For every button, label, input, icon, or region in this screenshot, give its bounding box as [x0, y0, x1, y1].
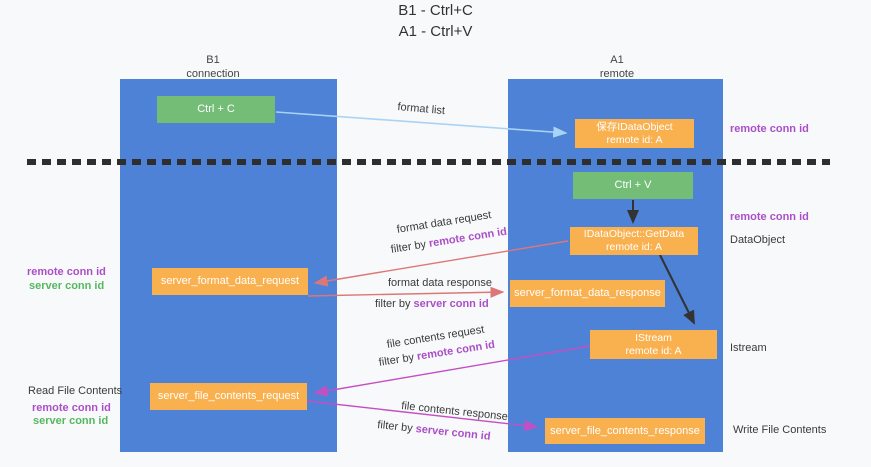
node-server-format-data-response: server_format_data_response [510, 280, 665, 307]
label-filter-server-conn-id-2: filter by server conn id [377, 419, 491, 444]
label-remote-conn-id-mid-right: remote conn id [730, 211, 809, 223]
column-header-b1: B1 connection [153, 53, 273, 81]
label-remote-conn-id-bottom-left: remote conn id [32, 402, 111, 414]
column-header-a1: A1 remote [557, 53, 677, 81]
node-file-response-label: server_file_contents_response [550, 424, 700, 437]
node-istream-line2: remote id: A [625, 344, 682, 357]
column-b1-subtitle: connection [186, 68, 240, 80]
diagram-title: B1 - Ctrl+C A1 - Ctrl+V [0, 0, 871, 42]
label-format-list: format list [396, 101, 446, 118]
title-line-2: A1 - Ctrl+V [398, 23, 473, 40]
node-save-idataobject: 保存IDataObject remote id: A [575, 119, 694, 148]
column-b1-name: B1 [206, 54, 220, 66]
label-read-file-contents: Read File Contents [28, 385, 123, 397]
label-server-conn-id-mid-left: server conn id [29, 280, 105, 292]
arrow-format-data-response [307, 286, 505, 298]
label-remote-conn-id-mid-left: remote conn id [27, 266, 106, 278]
node-save-idataobject-line2: remote id: A [606, 133, 663, 146]
node-getdata-line2: remote id: A [605, 241, 663, 253]
node-server-file-contents-response: server_file_contents_response [545, 418, 705, 444]
filter-prefix-2: filter by [375, 298, 414, 310]
node-ctrl-c-label: Ctrl + C [197, 103, 235, 115]
title-line-1: B1 - Ctrl+C [398, 2, 473, 19]
node-istream: IStream remote id: A [590, 330, 717, 359]
filter-prefix-3: filter by [378, 350, 418, 369]
node-idataobject-getdata: IDataObject::GetData remote id: A [570, 227, 698, 255]
node-save-idataobject-line1: 保存IDataObject [596, 120, 673, 133]
label-filter-server-conn-id-1: filter by server conn id [375, 298, 489, 311]
filter-prefix-1: filter by [390, 237, 430, 256]
filter-prefix-4: filter by [376, 419, 417, 435]
node-server-format-data-request: server_format_data_request [152, 268, 308, 295]
label-write-file-contents: Write File Contents [733, 424, 827, 436]
column-a1-name: A1 [610, 54, 624, 66]
node-istream-line1: IStream [635, 331, 672, 344]
node-format-response-label: server_format_data_response [514, 287, 661, 299]
node-ctrl-v: Ctrl + V [573, 172, 693, 199]
label-dataobject: DataObject [730, 234, 786, 246]
label-file-contents-response: file contents response [400, 400, 509, 424]
label-server-conn-id-bottom-left: server conn id [33, 415, 109, 427]
label-istream: Istream [730, 342, 767, 354]
node-getdata-line1: IDataObject::GetData [583, 228, 685, 240]
node-server-file-contents-request: server_file_contents_request [150, 383, 307, 410]
node-format-request-label: server_format_data_request [160, 275, 300, 287]
filter-key-2: server conn id [413, 298, 489, 310]
label-remote-conn-id-top-right: remote conn id [730, 123, 809, 135]
filter-key-4: server conn id [415, 423, 492, 443]
column-a1-subtitle: remote [599, 68, 635, 80]
node-ctrl-v-label: Ctrl + V [614, 179, 652, 191]
dashed-divider [27, 159, 830, 165]
node-file-request-label: server_file_contents_request [157, 390, 300, 402]
label-format-data-response: format data response [388, 277, 492, 289]
node-ctrl-c: Ctrl + C [157, 96, 275, 123]
